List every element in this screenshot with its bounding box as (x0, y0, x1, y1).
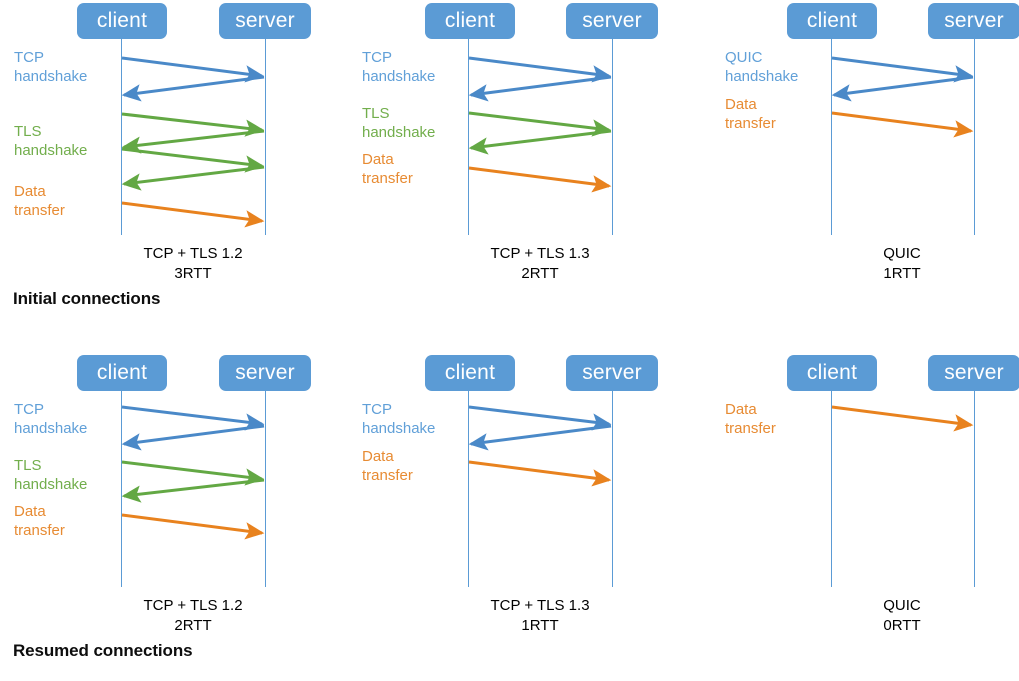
message-arrow (468, 129, 612, 155)
message-arrow (121, 56, 265, 83)
actor-box-server: server (566, 355, 658, 391)
message-arrow (121, 75, 265, 102)
panel-caption: TCP + TLS 1.2 3RTT (143, 245, 243, 282)
actor-box-server: server (219, 355, 311, 391)
message-arrow (121, 513, 265, 540)
message-arrow (121, 424, 265, 451)
actor-box-client: client (425, 355, 515, 391)
panel-resumed-tcp-tls13: client server TCP handshake Data transfe… (340, 352, 680, 652)
phase-label-data-transfer: Data transfer (362, 448, 413, 484)
lifeline-client (831, 391, 832, 587)
phase-label-tcp-handshake: TCP handshake (362, 49, 436, 85)
lifeline-client (468, 391, 469, 587)
phase-label-tcp-handshake: TCP handshake (14, 49, 88, 85)
panel-caption: TCP + TLS 1.3 1RTT (490, 597, 590, 634)
actor-box-client: client (787, 3, 877, 39)
lifeline-client (121, 39, 122, 235)
lifeline-server (265, 39, 266, 235)
panel-resumed-tcp-tls12: client server TCP handshake TLS handshak… (0, 352, 340, 652)
message-arrow (121, 147, 265, 173)
actor-box-server: server (928, 355, 1019, 391)
phase-label-quic-handshake: QUIC handshake (725, 49, 799, 85)
actor-box-client: client (77, 3, 167, 39)
panel-caption: QUIC 0RTT (883, 597, 921, 634)
actor-box-server: server (219, 3, 311, 39)
panel-initial-quic: client server QUIC handshake Data transf… (680, 0, 1019, 300)
lifeline-server (974, 39, 975, 235)
section-heading-initial: Initial connections (13, 289, 161, 308)
message-arrow (121, 112, 265, 137)
actor-box-server: server (566, 3, 658, 39)
message-arrows (468, 56, 612, 193)
panel-caption: TCP + TLS 1.2 2RTT (143, 597, 243, 634)
phase-label-tls-handshake: TLS handshake (14, 123, 88, 159)
actor-box-client: client (77, 355, 167, 391)
message-arrow (831, 405, 974, 432)
message-arrow (121, 129, 265, 154)
message-arrows (831, 56, 974, 138)
message-arrows (468, 405, 612, 487)
message-arrow (121, 460, 265, 486)
phase-label-data-transfer: Data transfer (362, 151, 413, 187)
message-arrows (121, 405, 265, 540)
panel-resumed-quic: client server Data transfer QUIC 0RTT (680, 352, 1019, 652)
lifeline-server (612, 391, 613, 587)
message-arrow (468, 56, 612, 83)
message-arrow (121, 165, 265, 191)
message-arrow (468, 166, 612, 193)
phase-label-data-transfer: Data transfer (14, 503, 65, 539)
message-arrow (121, 405, 265, 431)
phase-label-data-transfer: Data transfer (14, 183, 65, 219)
panel-initial-tcp-tls12: client server TCP handshake TLS handshak… (0, 0, 340, 300)
actor-box-server: server (928, 3, 1019, 39)
phase-label-data-transfer: Data transfer (725, 96, 776, 132)
panel-caption: TCP + TLS 1.3 2RTT (490, 245, 590, 282)
lifeline-server (265, 391, 266, 587)
lifeline-server (612, 39, 613, 235)
message-arrow (121, 478, 265, 503)
panel-caption: QUIC 1RTT (883, 245, 921, 282)
section-heading-resumed: Resumed connections (13, 641, 193, 660)
message-arrow (468, 75, 612, 102)
phase-label-tls-handshake: TLS handshake (14, 457, 88, 493)
message-arrow (468, 424, 612, 451)
message-arrow (468, 111, 612, 137)
phase-label-data-transfer: Data transfer (725, 401, 776, 437)
actor-box-client: client (425, 3, 515, 39)
message-arrow (831, 111, 974, 138)
phase-label-tcp-handshake: TCP handshake (362, 401, 436, 437)
lifeline-client (468, 39, 469, 235)
lifeline-client (121, 391, 122, 587)
phase-label-tcp-handshake: TCP handshake (14, 401, 88, 437)
message-arrows (121, 56, 265, 228)
message-arrow (831, 75, 974, 102)
message-arrow (468, 405, 612, 431)
lifeline-server (974, 391, 975, 587)
message-arrow (468, 460, 612, 487)
actor-box-client: client (787, 355, 877, 391)
message-arrows (831, 405, 974, 432)
message-arrow (121, 201, 265, 228)
lifeline-client (831, 39, 832, 235)
message-arrow (831, 56, 974, 83)
phase-label-tls-handshake: TLS handshake (362, 105, 436, 141)
panel-initial-tcp-tls13: client server TCP handshake TLS handshak… (340, 0, 680, 300)
